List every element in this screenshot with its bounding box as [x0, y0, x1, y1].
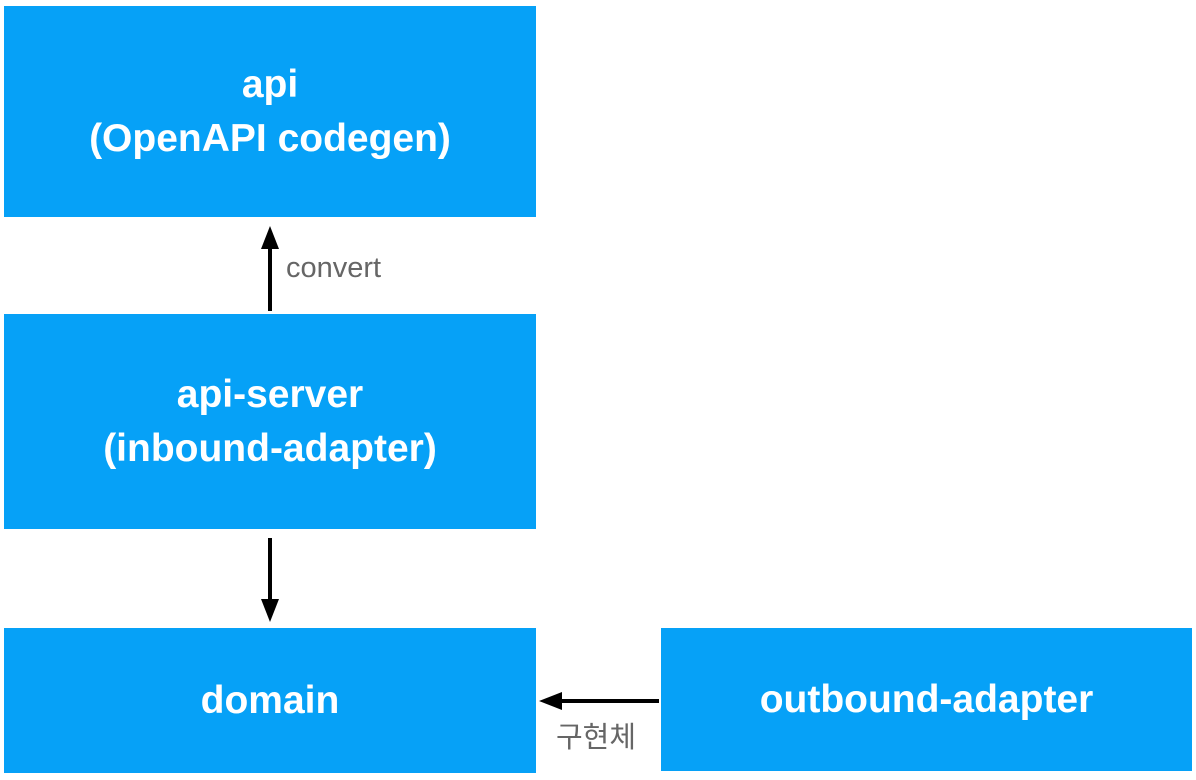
node-outbound-adapter-title: outbound-adapter	[759, 677, 1094, 721]
node-api: api (OpenAPI codegen)	[4, 6, 536, 217]
implementation-arrow-label: 구현체	[556, 722, 637, 754]
node-outbound-adapter: outbound-adapter	[661, 628, 1192, 771]
convert-arrow-label: convert	[286, 252, 382, 284]
node-api-subtitle: (OpenAPI codegen)	[89, 116, 451, 160]
node-api-server-title: api-server	[176, 372, 364, 416]
node-api-server: api-server (inbound-adapter)	[4, 314, 536, 529]
node-api-server-subtitle: (inbound-adapter)	[103, 426, 437, 470]
node-domain-title: domain	[200, 678, 340, 722]
node-api-title: api	[241, 62, 299, 106]
implementation-arrow	[539, 692, 659, 710]
api-server-to-domain-arrow	[261, 538, 279, 622]
convert-arrow	[261, 226, 279, 311]
node-domain: domain	[4, 628, 536, 773]
